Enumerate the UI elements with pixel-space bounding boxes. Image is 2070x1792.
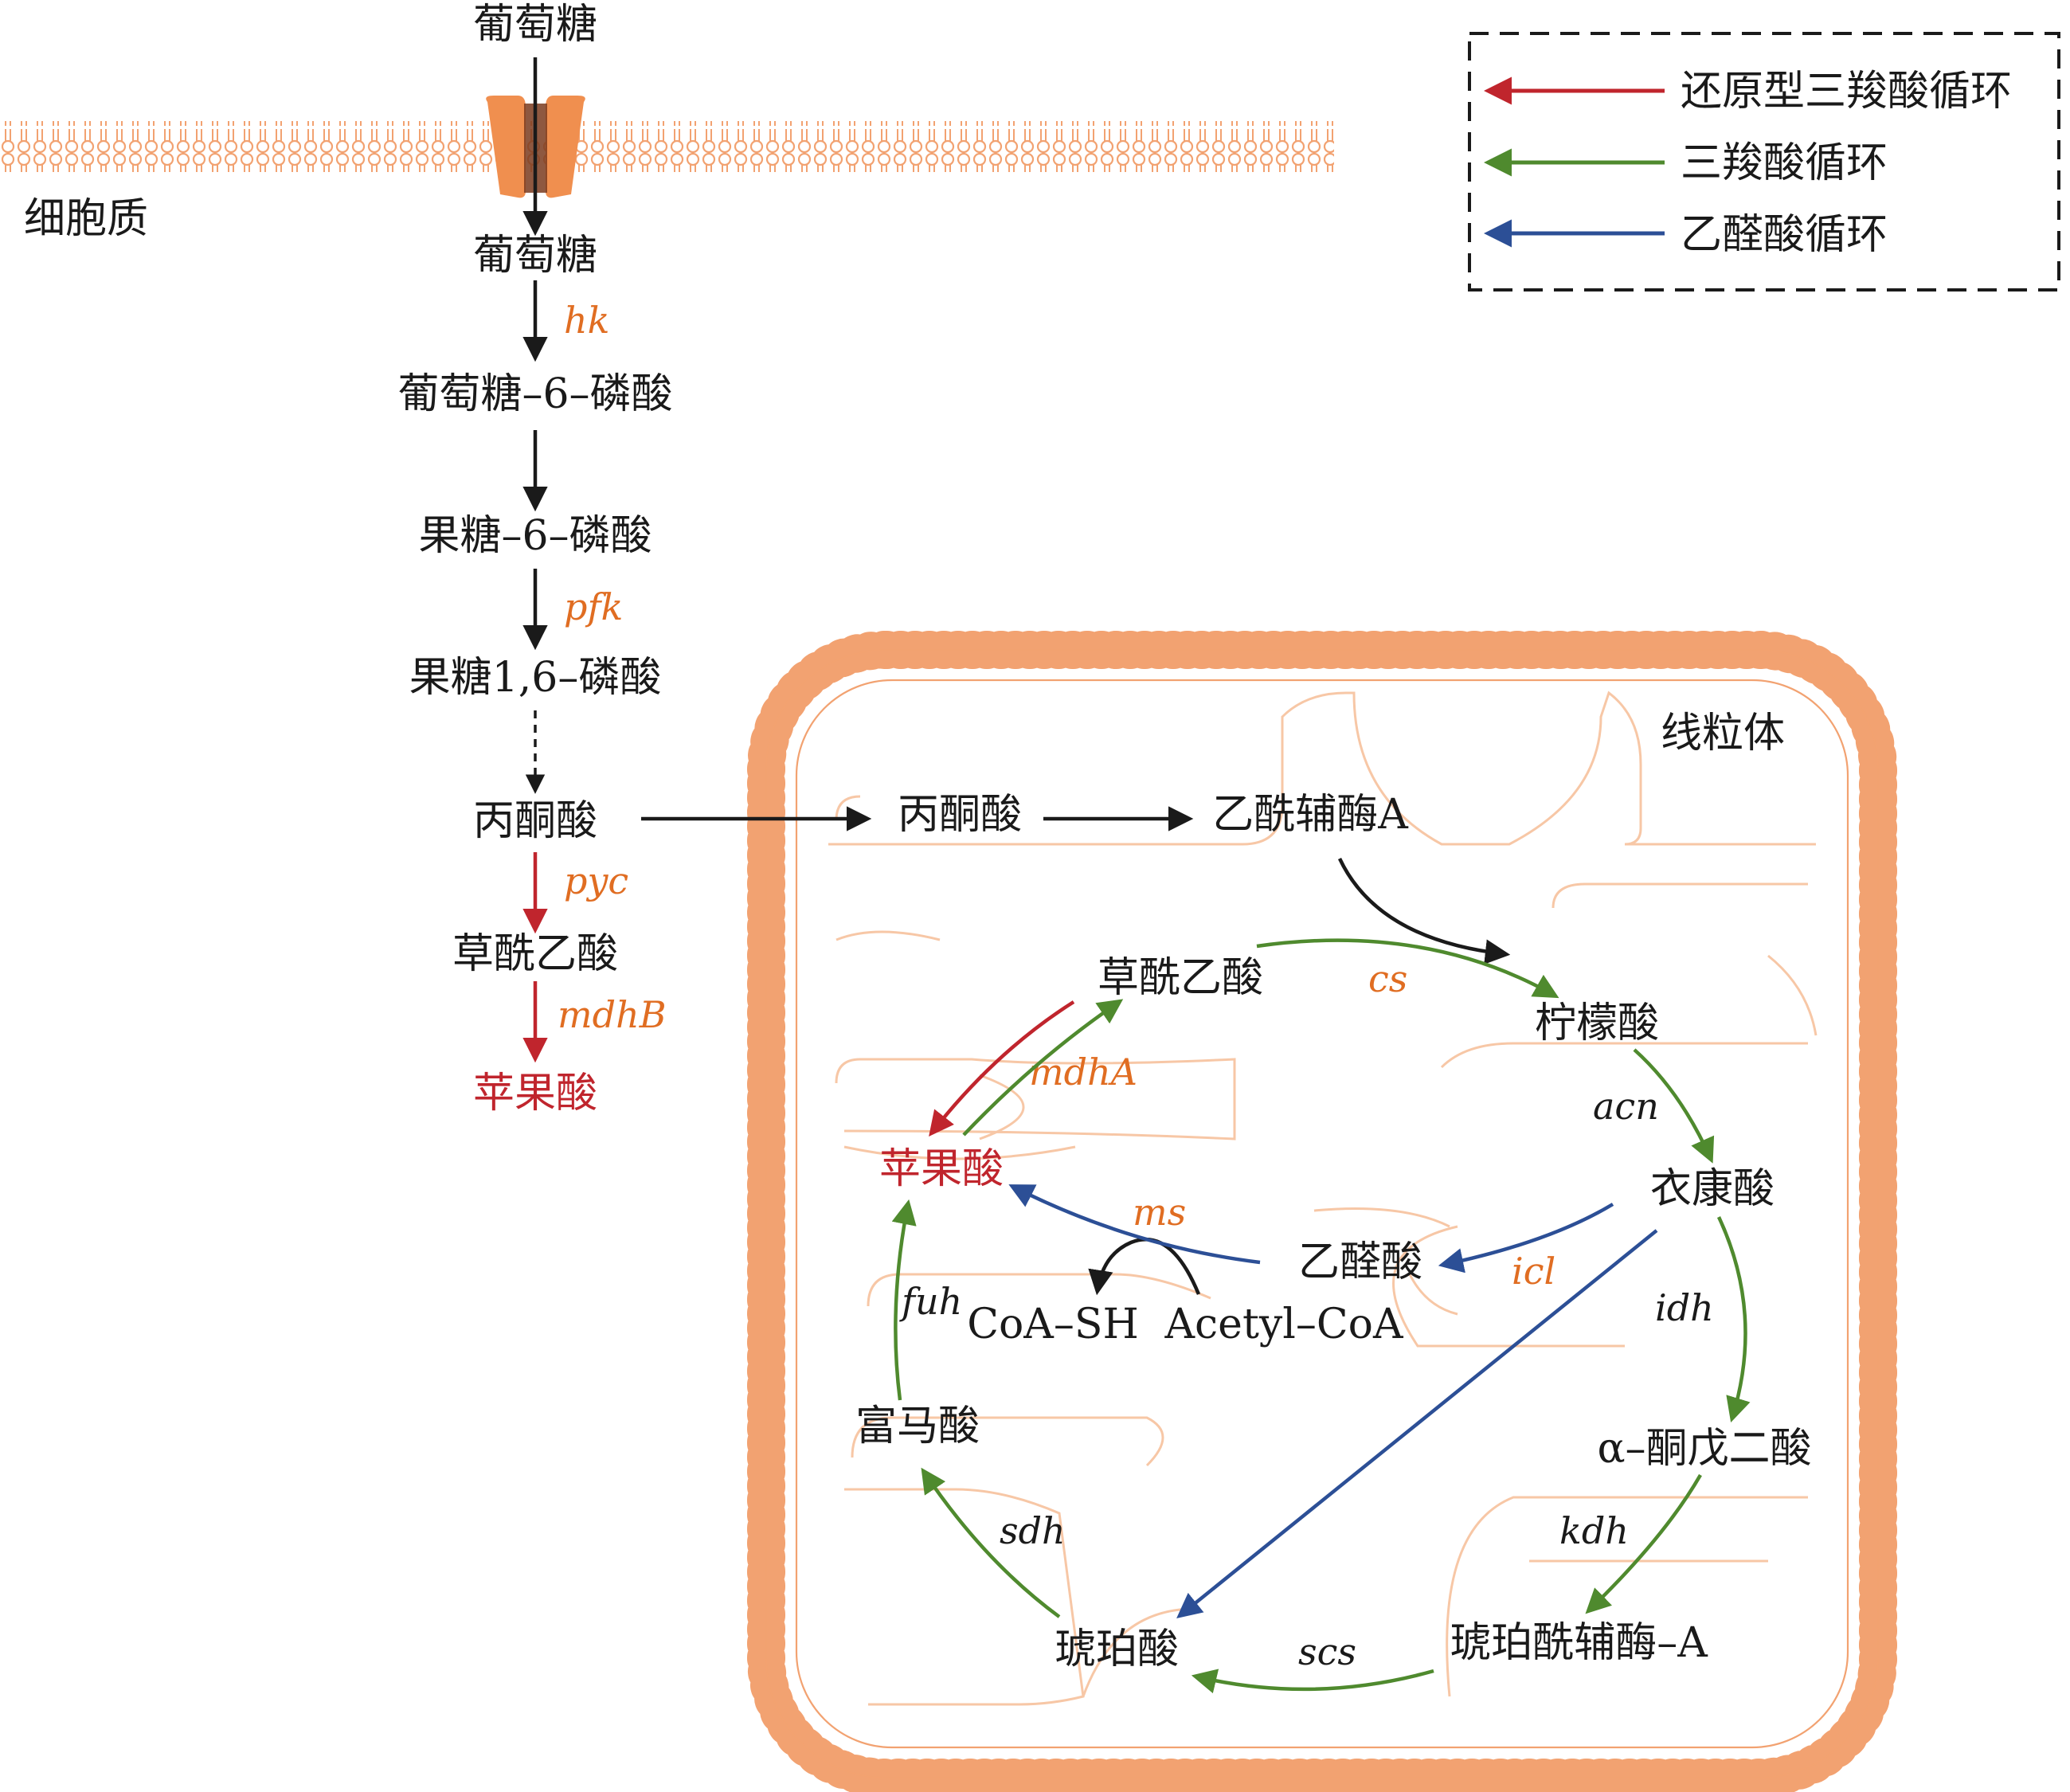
acetyl-coa-cn: 乙酰辅酶A: [1212, 791, 1409, 839]
malate-mitochondrion: 苹果酸: [879, 1145, 1004, 1193]
acetyl-coa: Acetyl–CoA: [1164, 1301, 1404, 1348]
arrow-acetyl-coa-release-coa: [1088, 1238, 1201, 1296]
succinyl-coa: 琥珀酰辅酶–A: [1450, 1619, 1708, 1667]
cytoplasm-label: 细胞质: [24, 195, 148, 243]
oxaloacetate-mitochondrion: 草酰乙酸: [1098, 954, 1263, 1002]
fumarate: 富马酸: [855, 1403, 980, 1450]
fructose-6-phosphate: 果糖–6–磷酸: [418, 512, 652, 560]
cell-membrane: [0, 121, 1334, 172]
enzyme-acn: acn: [1593, 1085, 1659, 1128]
mitochondrion-cristae: [828, 691, 1818, 1706]
legend-reductive-tca-label: 还原型三羧酸循环: [1681, 68, 2012, 115]
enzyme-fuh: fuh: [899, 1280, 962, 1323]
alpha-ketoglutarate: α–酮戊二酸: [1597, 1425, 1811, 1473]
malate-cytoplasm: 苹果酸: [473, 1070, 597, 1117]
enzyme-ms: ms: [1133, 1191, 1186, 1234]
enzyme-idh: idh: [1655, 1286, 1714, 1329]
mitochondrion-outer-membrane: [747, 631, 1897, 1792]
arrow-malate-to-oxaloacetate: [962, 999, 1124, 1137]
arrow-citrate-to-isocitrate: [1633, 1048, 1715, 1164]
glyoxylate: 乙醛酸: [1298, 1238, 1422, 1286]
citrate: 柠檬酸: [1535, 1000, 1659, 1047]
enzyme-pfk: pfk: [564, 585, 623, 628]
legend: 还原型三羧酸循环 三羧酸循环 乙醛酸循环: [1468, 32, 2060, 291]
enzyme-scs: scs: [1298, 1630, 1356, 1673]
enzyme-mdhB: mdhB: [558, 993, 667, 1036]
arrow-oxaloacetate-to-malate-reductive: [929, 1000, 1075, 1137]
enzyme-pyc: pyc: [564, 859, 628, 902]
enzyme-cs: cs: [1368, 957, 1407, 1000]
glucose-intracellular: 葡萄糖: [473, 232, 597, 280]
arrow-isocitrate-to-glyoxylate: [1438, 1203, 1614, 1274]
arrow-glyoxylate-to-malate: [1008, 1184, 1261, 1265]
oxaloacetate-cytoplasm: 草酰乙酸: [452, 930, 618, 978]
arrow-succinyl-coa-to-succinate: [1191, 1669, 1434, 1694]
arrow-acetyl-coa-to-citrate: [1337, 858, 1511, 964]
glucose-extracellular: 葡萄糖: [473, 1, 597, 49]
isocitrate: 衣康酸: [1650, 1165, 1775, 1213]
pyruvate-mitochondrion: 丙酮酸: [898, 791, 1022, 839]
enzyme-hk: hk: [564, 299, 610, 342]
enzyme-sdh: sdh: [1000, 1509, 1066, 1552]
arrow-oxaloacetate-to-citrate: [1256, 938, 1559, 999]
pyruvate-cytoplasm: 丙酮酸: [473, 797, 597, 845]
enzyme-kdh: kdh: [1559, 1509, 1629, 1552]
legend-glyoxylate-label: 乙醛酸循环: [1681, 211, 1888, 259]
succinate: 琥珀酸: [1055, 1626, 1179, 1673]
fructose-1-6-bisphosphate: 果糖1,6–磷酸: [409, 654, 662, 702]
arrow-isocitrate-to-akg: [1716, 1216, 1751, 1423]
coa-sh: CoA–SH: [967, 1301, 1139, 1348]
legend-tca-label: 三羧酸循环: [1681, 139, 1888, 187]
arrow-isocitrate-to-succinate: [1176, 1229, 1658, 1618]
mitochondrion-label: 线粒体: [1661, 710, 1785, 757]
glucose-6-phosphate: 葡萄糖–6–磷酸: [397, 370, 672, 418]
arrow-fumarate-to-malate: [891, 1199, 917, 1401]
arrow-succinate-to-fumarate: [921, 1467, 1061, 1618]
enzyme-icl: icl: [1512, 1250, 1555, 1293]
arrow-akg-to-succinyl-coa: [1585, 1473, 1702, 1614]
